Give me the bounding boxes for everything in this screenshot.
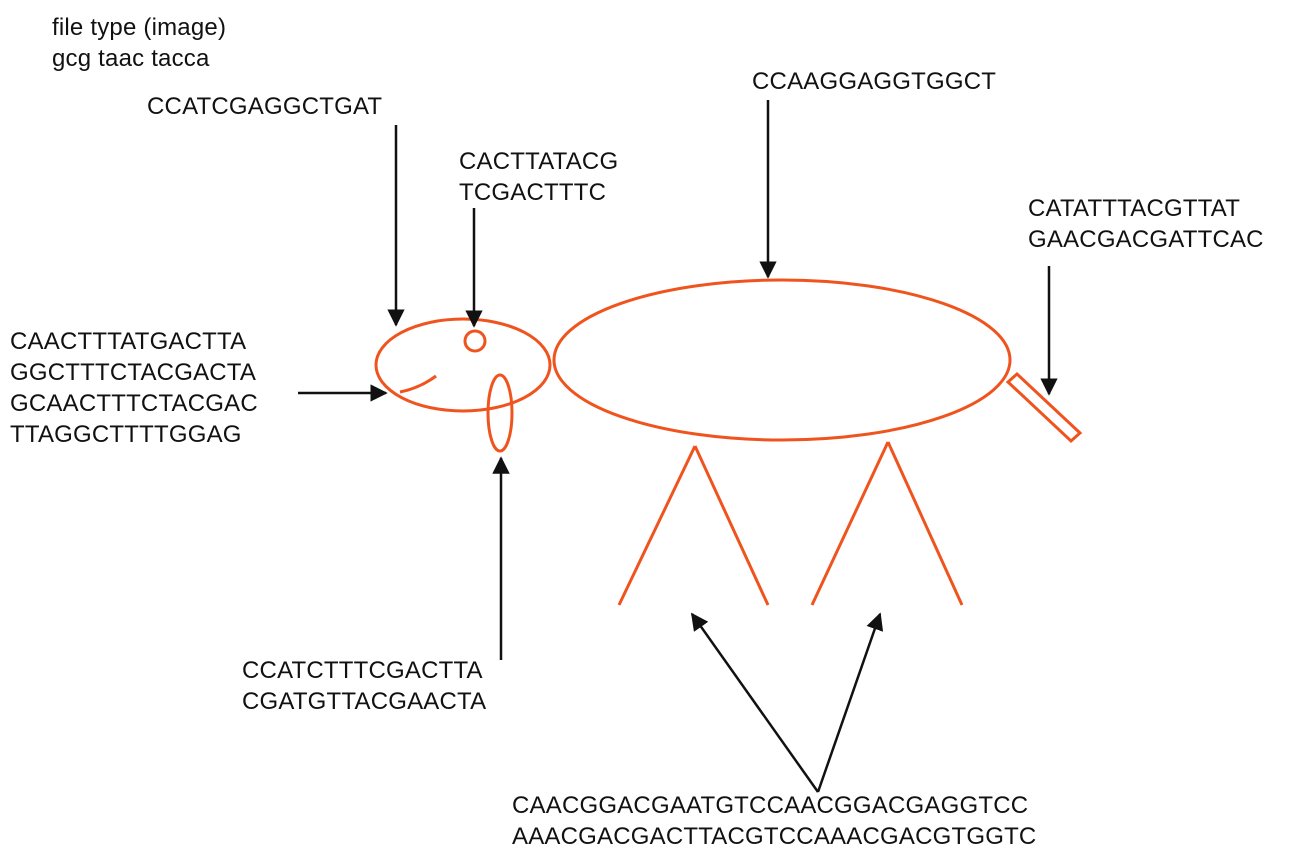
eye-line-1: CACTTATACG [459,146,618,177]
legs-label: CAACGGACGAATGTCCAACGGACGAGGTCC AAACGACGA… [512,790,1036,852]
front-leg-right [695,446,768,605]
ear-label: CCATCTTTCGACTTA CGATGTTACGAACTA [242,655,486,717]
legs-line-1: CAACGGACGAATGTCCAACGGACGAGGTCC [512,790,1036,821]
body-shape [554,280,1010,440]
header-line-2: gcg taac tacca [52,43,226,74]
head-top-line: CCATCGAGGCTGAT [147,91,382,122]
head-shape [376,319,550,411]
body-top-line: CCAAGGAGGTGGCT [752,66,996,97]
legs-arrow-right [818,614,880,792]
mouth-line-3: GCAACTTTCTACGAC [10,388,258,419]
ear-line-2: CGATGTTACGAACTA [242,686,486,717]
header-line-1: file type (image) [52,12,226,43]
mouth-shape [400,376,436,392]
mouth-line-1: CAACTTTATGACTTA [10,326,258,357]
mouth-label: CAACTTTATGACTTA GGCTTTCTACGACTA GCAACTTT… [10,326,258,450]
hind-leg-right [888,442,962,605]
tail-line-1: CATATTTACGTTAT [1028,193,1264,224]
tail-line-2: GAACGACGATTCAC [1028,224,1264,255]
mouth-line-4: TTAGGCTTTTGGAG [10,419,258,450]
ear-line-1: CCATCTTTCGACTTA [242,655,486,686]
eye-line-2: TCGACTTTC [459,177,618,208]
ear-shape [488,375,512,451]
legs-arrow-left [692,614,818,792]
body-top-label: CCAAGGAGGTGGCT [752,66,996,97]
legs-line-2: AAACGACGACTTACGTCCAAACGACGTGGTC [512,821,1036,852]
header-text: file type (image) gcg taac tacca [52,12,226,74]
eye-label: CACTTATACG TCGACTTTC [459,146,618,208]
front-leg-left [619,446,695,605]
head-top-label: CCATCGAGGCTGAT [147,91,382,122]
mouth-line-2: GGCTTTCTACGACTA [10,357,258,388]
tail-shape [1008,374,1080,441]
hind-leg-left [812,442,888,605]
tail-label: CATATTTACGTTAT GAACGACGATTCAC [1028,193,1264,255]
eye-shape [465,331,485,351]
